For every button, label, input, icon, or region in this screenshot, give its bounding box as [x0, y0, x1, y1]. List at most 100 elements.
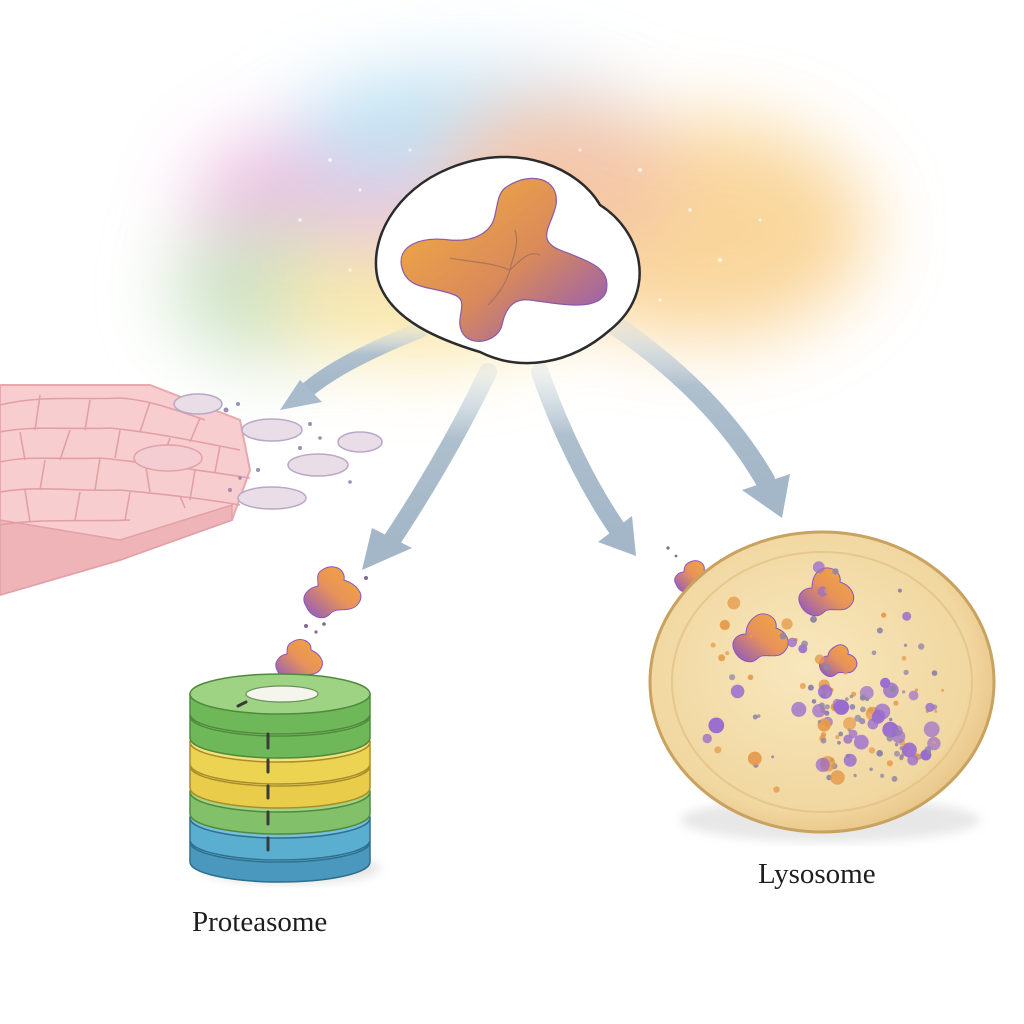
debris-particle — [886, 760, 894, 767]
debris-particle — [787, 637, 797, 648]
debris-particle — [799, 683, 806, 689]
debris-particle — [876, 627, 883, 634]
debris-particle — [824, 704, 830, 710]
debris-particle — [871, 650, 877, 656]
debris-particle — [719, 619, 730, 631]
debris-particle — [708, 717, 725, 734]
debris-particle — [931, 670, 938, 676]
debris-particle — [868, 747, 876, 754]
protein-fragment — [303, 566, 362, 619]
debris-particle — [889, 717, 893, 722]
debris-particle — [918, 643, 925, 650]
debris-particle — [907, 754, 919, 766]
debris-particle — [812, 561, 825, 574]
debris-particle — [914, 688, 919, 692]
debris-particle — [860, 706, 866, 713]
debris-particle — [817, 720, 822, 724]
debris-particle — [718, 654, 726, 662]
proteasome — [189, 673, 380, 884]
debris-particle — [879, 773, 885, 778]
debris-particle — [725, 651, 730, 656]
debris-particle — [849, 704, 856, 710]
debris-particle — [747, 674, 754, 681]
debris-particle — [843, 670, 848, 675]
debris-particle — [859, 694, 867, 701]
debris-particle — [903, 669, 909, 676]
arrow-to-proteasome — [362, 363, 497, 570]
tissue-fragments — [133, 393, 383, 510]
debris-particle — [894, 742, 899, 747]
debris-particle — [926, 749, 931, 755]
lysosome — [648, 530, 996, 842]
debris-particle — [853, 734, 869, 750]
debris-particle — [901, 742, 917, 758]
debris-particle — [835, 735, 840, 740]
debris-particle — [881, 612, 887, 618]
misfolded-protein — [374, 155, 641, 365]
debris-particle — [844, 697, 849, 701]
debris-particle — [899, 754, 904, 759]
debris-particle — [853, 773, 857, 778]
debris-particle — [822, 690, 827, 696]
debris-particle — [843, 717, 857, 730]
arrow-to-lysosome-outer — [605, 315, 790, 518]
debris-particle — [903, 643, 908, 647]
debris-particle — [710, 642, 716, 648]
debris-particle — [747, 751, 762, 766]
debris-particle — [714, 746, 722, 754]
debris-particle — [773, 786, 780, 793]
debris-particle — [865, 697, 870, 702]
proteasome-ring-green — [189, 673, 371, 735]
debris-particle — [923, 721, 940, 738]
debris-particle — [932, 740, 936, 744]
debris-particle — [894, 750, 900, 757]
arrow-to-lysosome-inner — [531, 363, 636, 556]
debris-particle — [771, 755, 775, 759]
debris-particle — [891, 776, 898, 782]
debris-particle — [810, 616, 817, 623]
debris-particle — [871, 709, 886, 724]
debris-particle — [908, 690, 919, 701]
debris-particle — [749, 634, 753, 638]
debris-particle — [867, 707, 874, 714]
debris-particle — [729, 674, 736, 681]
debris-particle — [854, 714, 862, 722]
debris-particle — [843, 753, 857, 767]
debris-particle — [730, 684, 745, 699]
debris-particle — [830, 770, 845, 785]
debris-particle — [869, 767, 873, 772]
debris-particle — [897, 588, 902, 593]
debris-particle — [889, 685, 896, 693]
debris-particle — [757, 714, 761, 718]
debris-particle — [837, 740, 841, 745]
debris-particle — [815, 757, 830, 772]
debris-particle — [801, 640, 808, 648]
debris-particle — [832, 568, 839, 575]
debris-particle — [876, 750, 883, 757]
debris-particle — [824, 587, 831, 594]
lysosome-large-protein — [732, 613, 789, 663]
debris-particle — [727, 596, 741, 610]
debris-particle — [848, 729, 858, 739]
debris-particle — [838, 731, 844, 737]
debris-particle — [702, 733, 712, 744]
debris-particle — [814, 654, 825, 665]
tissue-cells — [0, 384, 383, 597]
debris-particle — [818, 702, 825, 709]
debris-particle — [833, 699, 850, 715]
debris-particle — [820, 737, 827, 744]
proteasome-label: Proteasome — [192, 906, 328, 938]
debris-particle — [781, 618, 793, 630]
debris-particle — [895, 729, 901, 735]
debris-particle — [886, 735, 894, 742]
debris-particle — [779, 632, 787, 640]
arrow-to-tissue — [280, 322, 428, 410]
degradation-arrows — [280, 315, 790, 570]
debris-particle — [752, 714, 758, 720]
debris-particle — [902, 611, 912, 621]
debris-particle — [902, 690, 906, 694]
debris-particle — [820, 732, 827, 738]
debris-particle — [941, 688, 945, 692]
debris-particle — [823, 664, 830, 671]
